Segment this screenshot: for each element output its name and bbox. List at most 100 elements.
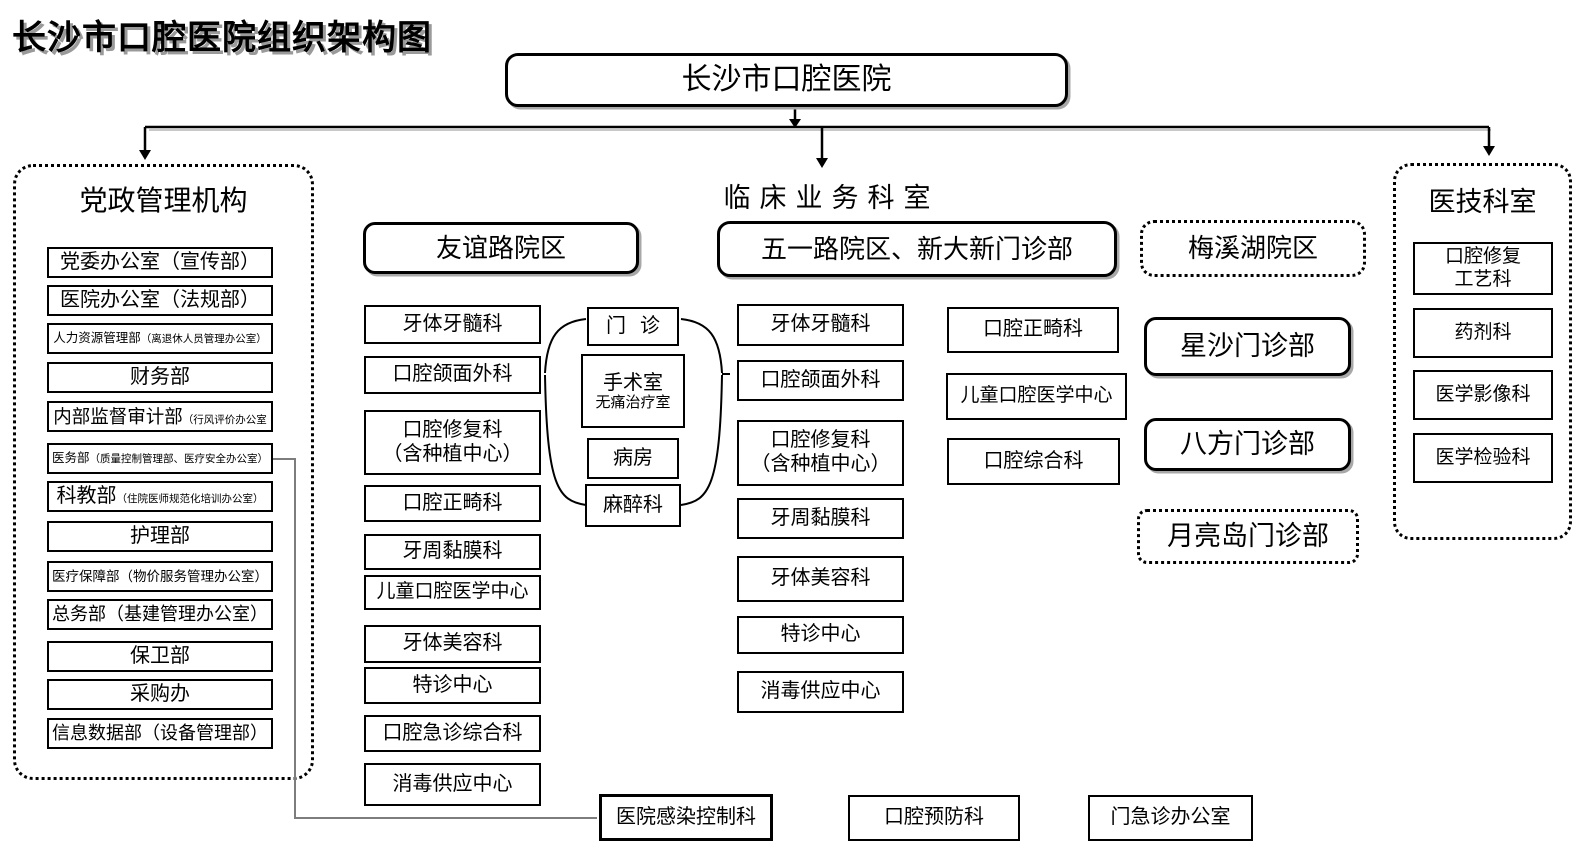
youyi-dept: 口腔正畸科: [364, 485, 541, 522]
dept-label: 消毒供应中心: [760, 680, 881, 703]
youyi-dept: 消毒供应中心: [364, 763, 541, 806]
dept-label: 口腔急诊综合科: [382, 721, 523, 744]
right-brace-bottom: [680, 374, 723, 506]
youyi-dept: 特诊中心: [364, 667, 541, 704]
right-drop-arrowhead: [1483, 146, 1495, 156]
meixihu-campus-label: 梅溪湖院区: [1187, 233, 1318, 264]
left-drop-arrowhead: [139, 150, 151, 160]
dept-label: 医学检验科: [1435, 446, 1531, 468]
wuyi-dept: 口腔综合科: [947, 438, 1120, 485]
wuyi-dept-oral-maxillofacial-surgery: 口腔颌面外科: [737, 360, 904, 401]
admin-item: 采购办: [47, 679, 273, 710]
youyi-campus-label: 友谊路院区: [435, 232, 566, 263]
dept-label: 口腔颌面外科: [392, 363, 513, 386]
page-title: 长沙市口腔医院组织架构图: [12, 19, 432, 57]
org-root-box: 长沙市口腔医院: [505, 53, 1068, 107]
shared-unit-ward: 病房: [587, 438, 679, 479]
wuyi-dept: 牙体美容科: [737, 556, 904, 602]
admin-item: 总务部（基建管理办公室）: [47, 599, 273, 630]
dept-label-line2: 无痛治疗室: [595, 393, 671, 411]
dept-label: 特诊中心: [412, 673, 493, 696]
clinic-yueliangdao: 月亮岛门诊部: [1137, 509, 1359, 564]
admin-item-label: 医院办公室（法规部）: [60, 288, 260, 311]
bottom-dept-oral-prevention: 口腔预防科: [848, 795, 1020, 841]
clinic-bafang: 八方门诊部: [1144, 418, 1351, 471]
dept-label: 口腔颌面外科: [760, 368, 881, 391]
youyi-dept: 牙体美容科: [364, 625, 541, 663]
admin-item-label: 党委办公室（宣传部）: [60, 250, 260, 273]
dept-label: 儿童口腔医学中心: [960, 385, 1113, 407]
dept-label: 口腔正畸科: [402, 491, 503, 514]
dept-label: 牙周黏膜科: [770, 506, 871, 529]
dept-label: 医院感染控制科: [616, 805, 756, 828]
wuyi-campus-header: 五一路院区、新大新门诊部: [717, 221, 1117, 277]
dept-label: 麻醉科: [603, 493, 663, 516]
dept-label: 牙体牙髓科: [770, 313, 871, 336]
youyi-dept: 牙体牙髓科: [364, 305, 541, 344]
admin-item-label: 护理部: [130, 524, 190, 547]
admin-section-header: 党政管理机构: [79, 185, 248, 216]
youyi-dept: 口腔急诊综合科: [364, 715, 541, 752]
wuyi-dept: 消毒供应中心: [737, 671, 904, 713]
clinic-label: 星沙门诊部: [1180, 330, 1315, 361]
dept-label: 口腔修复 工艺科: [1444, 246, 1521, 290]
youyi-campus-header: 友谊路院区: [363, 222, 639, 274]
dept-label: 牙体牙髓科: [402, 312, 503, 335]
shared-unit-surgery: 手术室 无痛治疗室: [581, 354, 685, 428]
admin-item-label: 人力资源管理部（离退休人员管理办公室）: [53, 331, 267, 346]
youyi-dept: 口腔修复科 （含种植中心）: [364, 410, 541, 475]
admin-item-medical-affairs: 医务部（质量控制管理部、医疗安全办公室）: [47, 443, 273, 474]
admin-item-label: 医疗保障部（物价服务管理办公室）: [52, 568, 268, 584]
admin-item-label: 财务部: [130, 365, 190, 388]
admin-item-label: 采购办: [130, 682, 190, 705]
medical-affairs-to-infection-control-wire: [273, 458, 597, 819]
dept-label: 口腔正畸科: [983, 318, 1083, 341]
dept-label: 特诊中心: [780, 623, 861, 646]
dept-label: 门诊: [606, 314, 674, 337]
dept-label: 口腔预防科: [884, 806, 984, 829]
medtech-item: 医学检验科: [1413, 433, 1553, 483]
wuyi-dept: 牙体牙髓科: [737, 304, 904, 346]
bottom-dept-outpatient-emergency-office: 门急诊办公室: [1088, 795, 1253, 841]
root-drop-arrowhead: [789, 119, 801, 128]
right-brace-top: [680, 318, 723, 374]
youyi-dept-oral-maxillofacial-surgery: 口腔颌面外科: [364, 356, 541, 394]
dept-label: 医学影像科: [1435, 383, 1531, 405]
admin-item-label: 保卫部: [130, 644, 190, 667]
admin-item: 护理部: [47, 521, 273, 552]
dept-label: 药剂科: [1454, 321, 1512, 343]
wuyi-dept: 儿童口腔医学中心: [946, 373, 1127, 420]
wuyi-dept: 口腔正畸科: [947, 307, 1119, 353]
wuyi-campus-label: 五一路院区、新大新门诊部: [760, 233, 1073, 264]
admin-item: 保卫部: [47, 641, 273, 672]
admin-section: 党政管理机构: [13, 164, 314, 780]
dept-label: 牙体美容科: [770, 567, 871, 590]
admin-item-label: 医务部（质量控制管理部、医疗安全办公室）: [51, 451, 268, 466]
shared-unit-outpatient: 门诊: [587, 307, 679, 346]
medtech-item: 医学影像科: [1413, 370, 1553, 420]
shared-unit-anesthesia: 麻醉科: [585, 484, 681, 527]
youyi-dept: 牙周黏膜科: [364, 534, 541, 570]
wuyi-dept: 牙周黏膜科: [737, 498, 904, 539]
dept-label: 儿童口腔医学中心: [376, 581, 529, 603]
dept-label: 牙体美容科: [402, 632, 503, 655]
admin-item: 内部监督审计部（行风评价办公室: [47, 401, 273, 432]
mid-drop-arrowhead: [816, 158, 828, 168]
dept-label: 牙周黏膜科: [402, 540, 503, 563]
medtech-section-header: 医技科室: [1428, 187, 1537, 217]
admin-item: 党委办公室（宣传部）: [47, 247, 273, 278]
bottom-dept-infection-control: 医院感染控制科: [599, 794, 773, 841]
left-brace-top: [544, 318, 587, 374]
admin-item: 财务部: [47, 362, 273, 393]
admin-item-label: 信息数据部（设备管理部）: [52, 722, 268, 743]
dept-label-line1: 手术室: [603, 371, 663, 394]
clinic-xingsha: 星沙门诊部: [1144, 317, 1351, 376]
admin-item: 信息数据部（设备管理部）: [47, 718, 273, 749]
admin-item: 人力资源管理部（离退休人员管理办公室）: [47, 323, 273, 354]
admin-item: 医疗保障部（物价服务管理办公室）: [47, 561, 273, 592]
org-root-label: 长沙市口腔医院: [681, 63, 892, 97]
admin-item-label: 总务部（基建管理办公室）: [52, 603, 268, 624]
left-brace-bottom: [544, 374, 587, 506]
medtech-item: 药剂科: [1413, 308, 1553, 358]
